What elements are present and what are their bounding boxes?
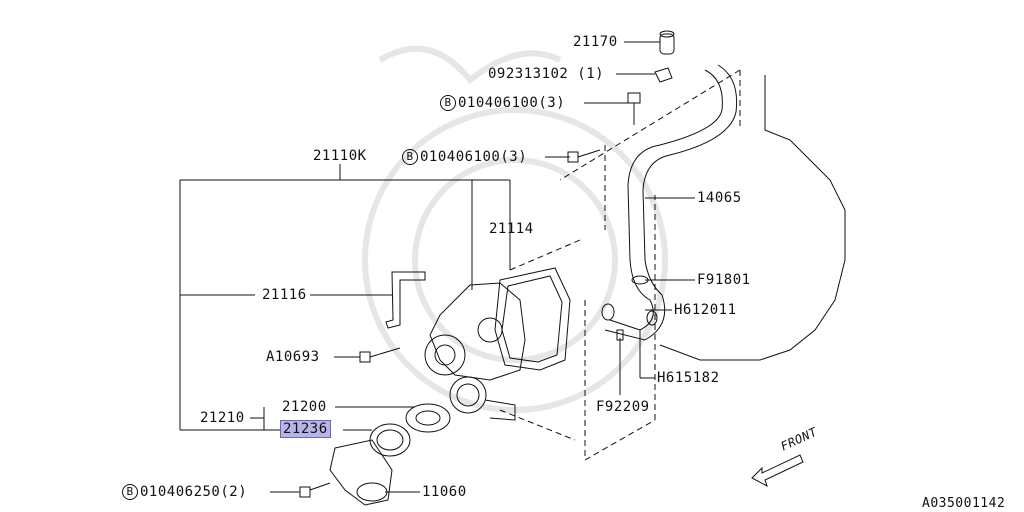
gasket-21114 [494,267,571,371]
label-21110k: 21110K [313,148,367,164]
bolt-marker-icon: B [122,484,138,500]
assembly-dashes [499,69,741,461]
assembly-bracket-21110k [179,164,511,431]
hose-clamp-group [601,275,658,341]
bolt-010406250 [299,482,331,498]
bolt-marker-icon: B [402,149,418,165]
water-pump-21110k [424,282,526,381]
front-direction-arrow [751,454,804,488]
bolt-marker-icon: B [440,95,456,111]
bracket-21116 [385,271,426,329]
label-a10693: A10693 [266,349,320,365]
label-010406100-mid-qty: (3) [500,149,528,165]
label-21114: 21114 [489,221,534,237]
label-21200: 21200 [282,399,327,415]
label-092313102-part: 092313102 [488,66,569,82]
thermostat-21200 [405,403,451,433]
bolt-mid [567,149,601,163]
label-092313102: 092313102 (1) [488,66,604,82]
label-010406100-top-part: 010406100 [458,95,539,111]
label-f92209: F92209 [596,399,650,415]
label-11060: 11060 [422,484,467,500]
figure-id: A035001142 [922,496,1006,511]
label-010406100-top-qty: (3) [538,95,566,111]
gasket-21236 [369,423,411,457]
thermostat-cover-11060 [329,439,393,506]
bolt-top [627,92,641,125]
engine-block-outline [659,75,846,361]
label-14065: 14065 [697,190,742,206]
label-010406250-part: 010406250 [140,484,221,500]
coolant-pipe-14065 [604,64,738,341]
label-010406100-mid-part: 010406100 [420,149,501,165]
label-010406250-qty: (2) [220,484,248,500]
clip-092313102 [654,67,673,83]
label-21210: 21210 [200,410,245,426]
label-f91801: F91801 [697,272,751,288]
cap-21170 [659,30,675,55]
leader-lines [250,41,695,493]
bolt-a10693 [359,347,401,363]
label-h612011: H612011 [674,302,737,318]
pump-inlet-pipe [449,376,516,421]
label-21116: 21116 [262,287,307,303]
label-h615182: H615182 [657,370,720,386]
label-092313102-qty: (1) [577,66,605,82]
label-21236-highlighted[interactable]: 21236 [280,420,331,438]
label-21170: 21170 [573,34,618,50]
